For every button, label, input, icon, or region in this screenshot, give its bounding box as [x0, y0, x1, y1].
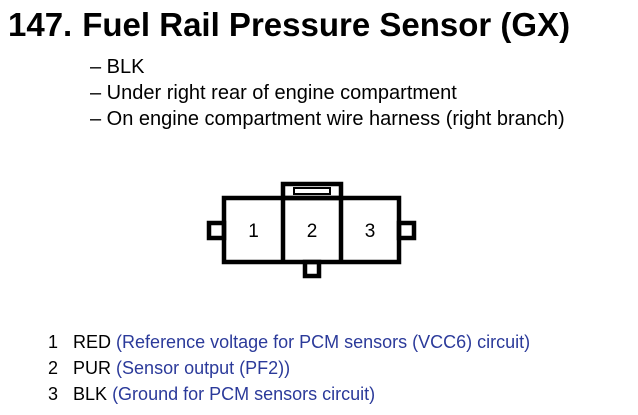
detail-location: – Under right rear of engine compartment — [90, 82, 457, 104]
wire-color: BLK — [73, 384, 108, 404]
pin-row: 1 RED (Reference voltage for PCM sensors… — [48, 329, 530, 355]
title-text: Fuel Rail Pressure Sensor (GX) — [82, 6, 571, 43]
connector-key — [302, 259, 322, 279]
pin-row: 3 BLK (Ground for PCM sensors circuit) — [48, 381, 530, 407]
wire-color: RED — [73, 332, 112, 352]
locking-tab — [280, 181, 344, 201]
connector-diagram: 1 2 3 — [206, 181, 417, 279]
pin-description: (Reference voltage for PCM sensors (VCC6… — [116, 332, 531, 352]
terminal-label-1: 1 — [248, 221, 259, 242]
title-number: 147. — [8, 6, 73, 43]
pin-description: (Sensor output (PF2)) — [116, 358, 291, 378]
terminal-label-2: 2 — [307, 221, 318, 242]
pin-number: 3 — [48, 384, 59, 404]
pin-description: (Ground for PCM sensors circuit) — [112, 384, 376, 404]
terminal-label-3: 3 — [365, 221, 376, 242]
page-title: 147.Fuel Rail Pressure Sensor (GX) — [8, 4, 570, 46]
pin-number: 1 — [48, 332, 59, 352]
wire-color: PUR — [73, 358, 112, 378]
pin-row: 2 PUR (Sensor output (PF2)) — [48, 355, 530, 381]
locking-tab-inner — [293, 187, 331, 195]
side-tab-right — [396, 220, 417, 241]
component-details: – BLK – Under right rear of engine compa… — [90, 54, 565, 132]
pin-number: 2 — [48, 358, 59, 378]
pin-list: 1 RED (Reference voltage for PCM sensors… — [48, 329, 530, 407]
detail-harness: – On engine compartment wire harness (ri… — [90, 108, 565, 130]
side-tab-left — [206, 220, 227, 241]
detail-color: – BLK — [90, 56, 145, 78]
